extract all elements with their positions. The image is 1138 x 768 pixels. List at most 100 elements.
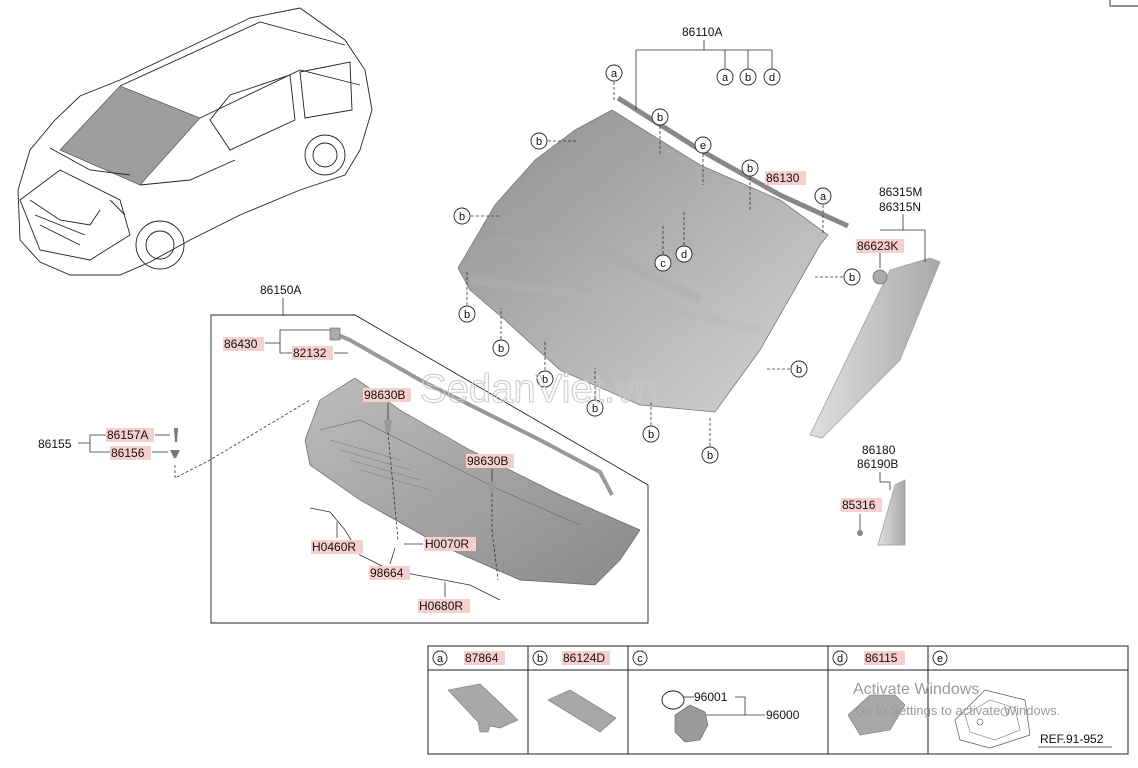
highlight-86157A bbox=[106, 428, 154, 442]
callout-a-1: a bbox=[605, 64, 623, 82]
svg-text:b: b bbox=[648, 429, 654, 441]
clip-85316 bbox=[857, 530, 863, 536]
highlight-H0460R bbox=[311, 540, 363, 554]
callout-b-2: b bbox=[651, 108, 669, 126]
label-86110A: 86110A bbox=[682, 25, 722, 39]
svg-text:b: b bbox=[498, 343, 504, 355]
clip-86156 bbox=[170, 450, 180, 458]
svg-text:b: b bbox=[459, 211, 465, 223]
highlight-98630B-1 bbox=[363, 388, 411, 402]
svg-text:b: b bbox=[745, 72, 751, 84]
watermark: SedanViet.vn bbox=[420, 367, 657, 411]
callout-b-1: b bbox=[530, 132, 548, 150]
callout-d: d bbox=[675, 245, 693, 263]
legend-cell-d-letter: d bbox=[832, 650, 848, 666]
legend-part-c-1: 96001 bbox=[694, 690, 728, 704]
highlight-82132 bbox=[292, 346, 333, 360]
legend-part-a: 87864 bbox=[465, 651, 499, 665]
label-86156: 86156 bbox=[111, 446, 145, 460]
legend-c-leader-2 bbox=[700, 696, 765, 716]
svg-text:c: c bbox=[660, 258, 666, 270]
label-86190B: 86190B bbox=[857, 457, 898, 471]
label-85316: 85316 bbox=[842, 498, 876, 512]
highlight-86130 bbox=[765, 171, 806, 185]
legend-cell-e-letter: e bbox=[932, 650, 948, 666]
cowl-top-seal bbox=[332, 331, 614, 496]
label-H0460R: H0460R bbox=[312, 540, 356, 554]
svg-text:e: e bbox=[700, 140, 706, 152]
legend-image-d bbox=[847, 694, 906, 736]
callout-b-left: b bbox=[453, 207, 471, 225]
legend-c-ring bbox=[661, 690, 685, 710]
label-86623K: 86623K bbox=[857, 239, 898, 253]
clip-link bbox=[174, 399, 311, 479]
svg-text:a: a bbox=[820, 191, 827, 203]
highlight-H0070R bbox=[424, 537, 476, 551]
svg-text:b: b bbox=[796, 364, 802, 376]
legend-highlight-d bbox=[864, 651, 905, 665]
svg-text:b: b bbox=[707, 450, 713, 462]
callout-b-10: b bbox=[701, 446, 719, 464]
callout-b-4: b bbox=[458, 305, 476, 323]
corner-bracket bbox=[1109, 0, 1138, 7]
hose-link-2 bbox=[491, 494, 499, 581]
legend-image-a bbox=[447, 683, 519, 733]
label-86430: 86430 bbox=[224, 337, 258, 351]
svg-text:b: b bbox=[849, 272, 855, 284]
label-82132: 82132 bbox=[293, 346, 327, 360]
svg-text:a: a bbox=[611, 68, 618, 80]
svg-text:b: b bbox=[747, 163, 753, 175]
label-98630B-1: 98630B bbox=[364, 388, 405, 402]
svg-text:a: a bbox=[437, 653, 444, 665]
leader-98664 bbox=[389, 547, 396, 565]
washer-hose bbox=[309, 507, 501, 601]
callout-b-8: b bbox=[790, 360, 808, 378]
legend-table bbox=[427, 645, 1129, 755]
legend-image-b bbox=[547, 689, 617, 733]
label-H0680R: H0680R bbox=[419, 599, 463, 613]
legend-image-e bbox=[954, 689, 1031, 749]
callout-c: c bbox=[654, 254, 672, 272]
leader-86110A bbox=[635, 40, 773, 110]
label-98664: 98664 bbox=[370, 566, 404, 580]
label-86180: 86180 bbox=[862, 443, 896, 457]
highlight-98630B-2 bbox=[466, 454, 514, 468]
svg-text:b: b bbox=[537, 653, 543, 665]
legend-ref-e: REF.91-952 bbox=[1040, 732, 1104, 746]
clip-86623K bbox=[872, 269, 888, 285]
legend-image-c bbox=[674, 704, 709, 743]
windshield-glass bbox=[457, 109, 829, 413]
callout-a-2: a bbox=[716, 68, 734, 86]
activation-subtitle: Go to Settings to activate Windows. bbox=[855, 703, 1060, 718]
label-86157A: 86157A bbox=[107, 428, 148, 442]
callout-b-9: b bbox=[642, 425, 660, 443]
leader-86155 bbox=[78, 434, 110, 453]
cowl-assembly-box bbox=[210, 314, 649, 624]
callout-d-top: d bbox=[763, 68, 781, 86]
highlight-85316 bbox=[841, 498, 882, 512]
svg-text:c: c bbox=[637, 653, 643, 665]
a-pillar-trim bbox=[809, 257, 941, 439]
legend-part-c-2: 96000 bbox=[766, 708, 800, 722]
callout-b-7: b bbox=[586, 399, 604, 417]
callout-b-5: b bbox=[492, 339, 510, 357]
leader-86430 bbox=[265, 329, 330, 354]
highlight-86623K bbox=[856, 239, 904, 253]
svg-text:b: b bbox=[542, 374, 548, 386]
svg-text:e: e bbox=[937, 653, 943, 665]
callout-e: e bbox=[694, 136, 712, 154]
corner-garnish bbox=[877, 479, 906, 546]
label-98630B-2: 98630B bbox=[467, 454, 508, 468]
callout-b-top: b bbox=[739, 68, 757, 86]
nozzle-98630B-2 bbox=[488, 482, 496, 494]
activation-title: Activate Windows bbox=[853, 681, 979, 698]
label-86315N: 86315N bbox=[879, 200, 921, 214]
svg-text:d: d bbox=[837, 653, 843, 665]
callout-b-6: b bbox=[536, 370, 554, 388]
vehicle-illustration bbox=[17, 7, 373, 276]
nozzle-98630B-1 bbox=[384, 420, 392, 432]
svg-text:b: b bbox=[536, 136, 542, 148]
label-H0070R: H0070R bbox=[425, 537, 469, 551]
callout-b-3: b bbox=[741, 159, 759, 177]
svg-text:b: b bbox=[592, 403, 598, 415]
